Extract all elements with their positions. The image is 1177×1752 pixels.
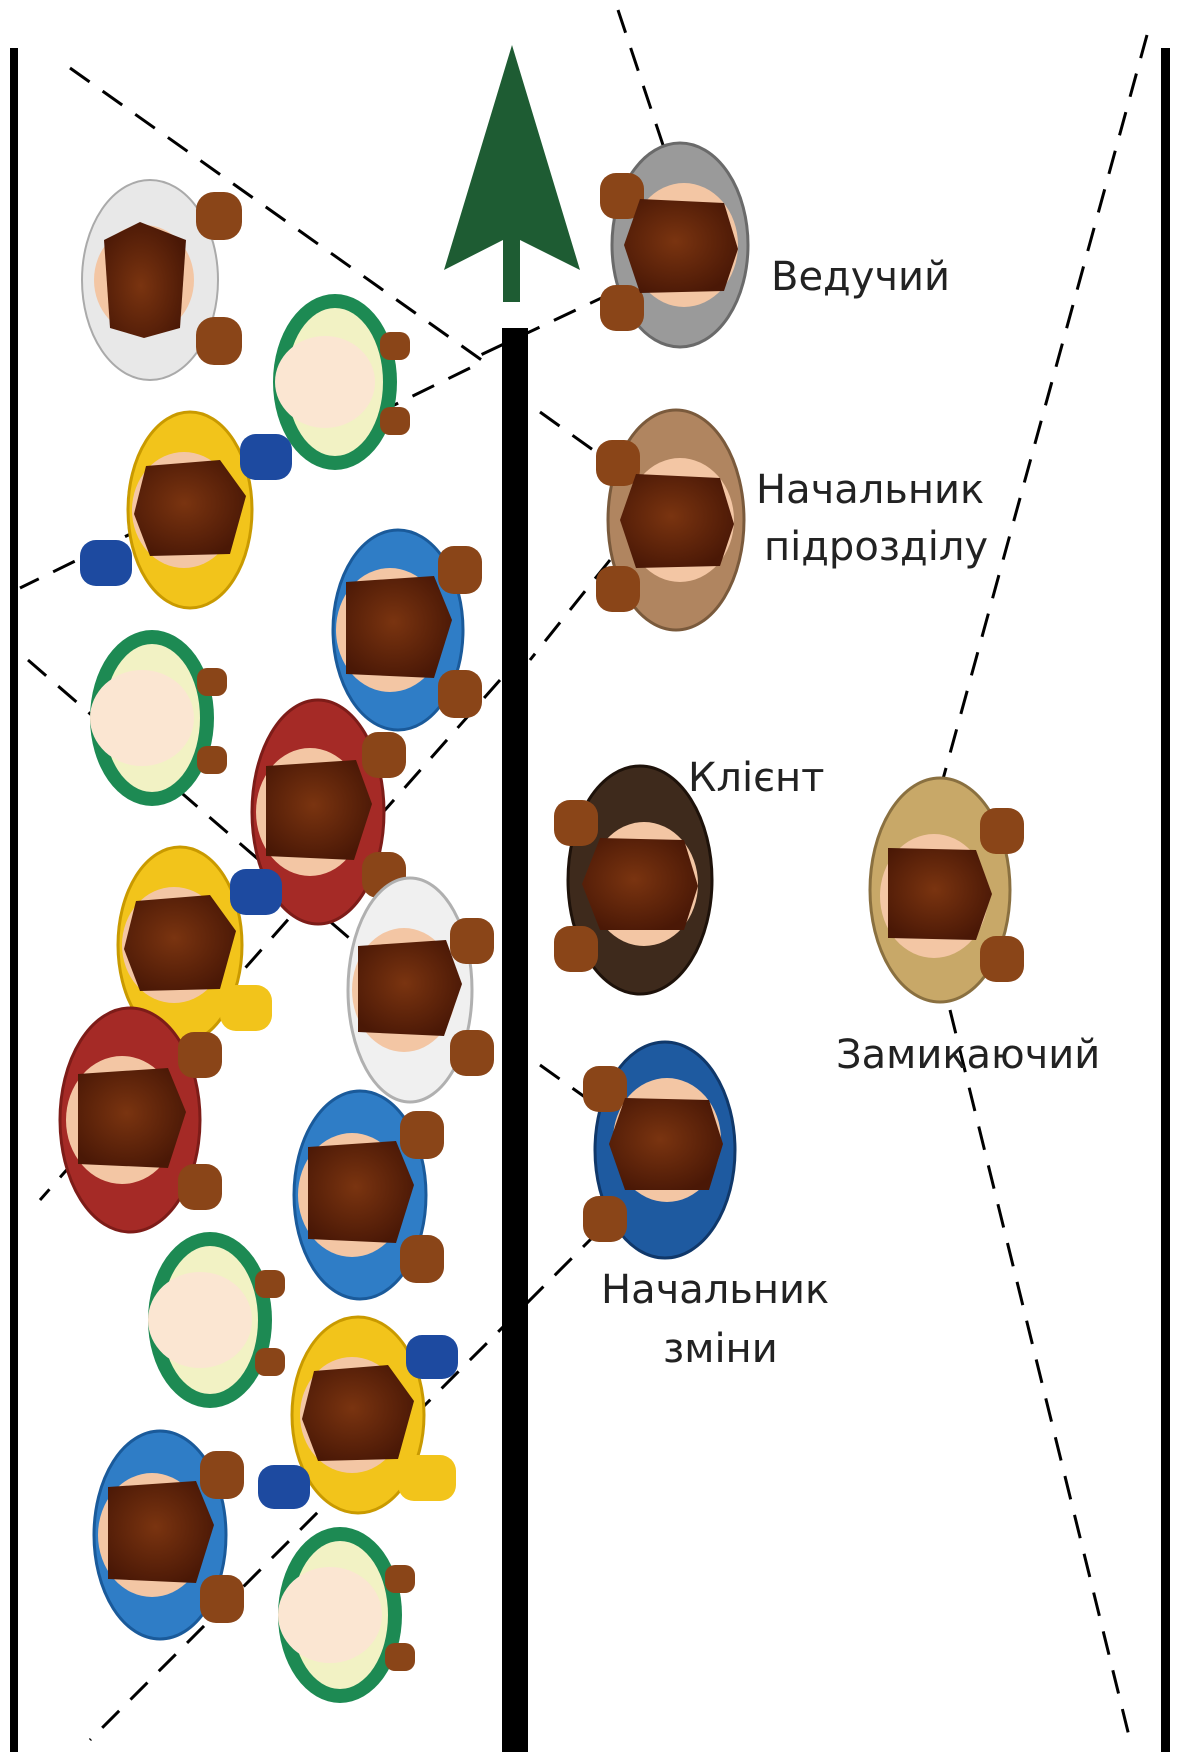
person-topview-icon [80, 412, 292, 608]
person-topview-icon [60, 1008, 222, 1232]
person-topview-icon [82, 180, 242, 380]
person-topview-icon [294, 1091, 444, 1299]
sector-line [950, 1010, 1130, 1740]
person-topview-icon [348, 878, 494, 1102]
shift-head-label-line2: зміни [663, 1324, 778, 1374]
crowd [60, 180, 494, 1703]
person-topview-icon [278, 1527, 415, 1703]
person-topview-icon [148, 1232, 285, 1408]
right-boundary-line [1161, 48, 1170, 1752]
unit-head-person [596, 410, 744, 630]
closer-person [870, 778, 1024, 1002]
leader-label: Ведучий [771, 252, 950, 302]
unit-head-label-line2: підрозділу [764, 522, 988, 572]
shift-head-person [583, 1042, 735, 1258]
closer-label: Замикаючий [836, 1030, 1100, 1080]
unit-head-label-line1: Начальник [756, 465, 984, 515]
client-label: Клієнт [688, 753, 824, 803]
sector-line [540, 412, 600, 455]
person-topview-icon [94, 1431, 244, 1639]
person-topview-icon [273, 294, 410, 470]
person-topview-icon [90, 630, 227, 806]
arrow-up-icon [444, 45, 580, 302]
sector-line [940, 35, 1147, 790]
person-topview-icon [333, 530, 482, 730]
shift-head-label-line1: Начальник [601, 1265, 829, 1315]
person-topview-icon [258, 1317, 458, 1513]
leader-person [600, 143, 748, 347]
sector-line [618, 10, 668, 160]
left-boundary-line [10, 48, 18, 1752]
center-divider-line [502, 328, 528, 1752]
